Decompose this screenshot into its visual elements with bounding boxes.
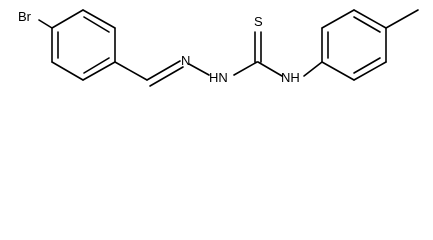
ring1-bond-3-inner xyxy=(83,57,110,74)
ring2-bond-3 xyxy=(353,9,387,29)
ring2-bond-2 xyxy=(321,9,355,29)
hydrazone-linker xyxy=(114,60,210,87)
ring1-bond-2 xyxy=(51,61,84,81)
ring2-bond-6 xyxy=(321,61,355,81)
bond-br-c1 xyxy=(38,19,53,29)
ring2-bond-5 xyxy=(353,61,387,81)
bond-n-nh xyxy=(188,63,210,76)
ring2-bond-3-inner xyxy=(353,16,381,33)
bond-ring2-methyl xyxy=(385,9,419,29)
bromophenyl-ring xyxy=(38,9,116,81)
amide-nh-label: NH xyxy=(281,70,300,85)
molecule-structure: Br N HN S NH xyxy=(18,9,419,87)
bond-nh-c xyxy=(233,61,258,76)
bond-ch-n-double-a xyxy=(146,60,181,81)
hydrazine-nh-label: HN xyxy=(209,70,228,85)
bond-nh-ring2 xyxy=(303,61,323,77)
imine-nitrogen-label: N xyxy=(181,53,190,68)
bond-ch-n-double-b xyxy=(149,66,184,87)
ring1-bond-6 xyxy=(51,9,84,29)
thiourea-core xyxy=(233,31,283,77)
ring2-bond-5-inner xyxy=(353,57,381,74)
bond-ring-ch xyxy=(114,61,148,81)
bond-c-nh xyxy=(257,61,283,77)
sulfur-label: S xyxy=(254,14,263,29)
ring1-bond-3 xyxy=(82,61,116,81)
tolyl-ring xyxy=(303,9,419,81)
ring1-bond-5-inner xyxy=(83,16,110,33)
ring1-bond-5 xyxy=(82,9,116,29)
bromine-label: Br xyxy=(18,9,32,24)
